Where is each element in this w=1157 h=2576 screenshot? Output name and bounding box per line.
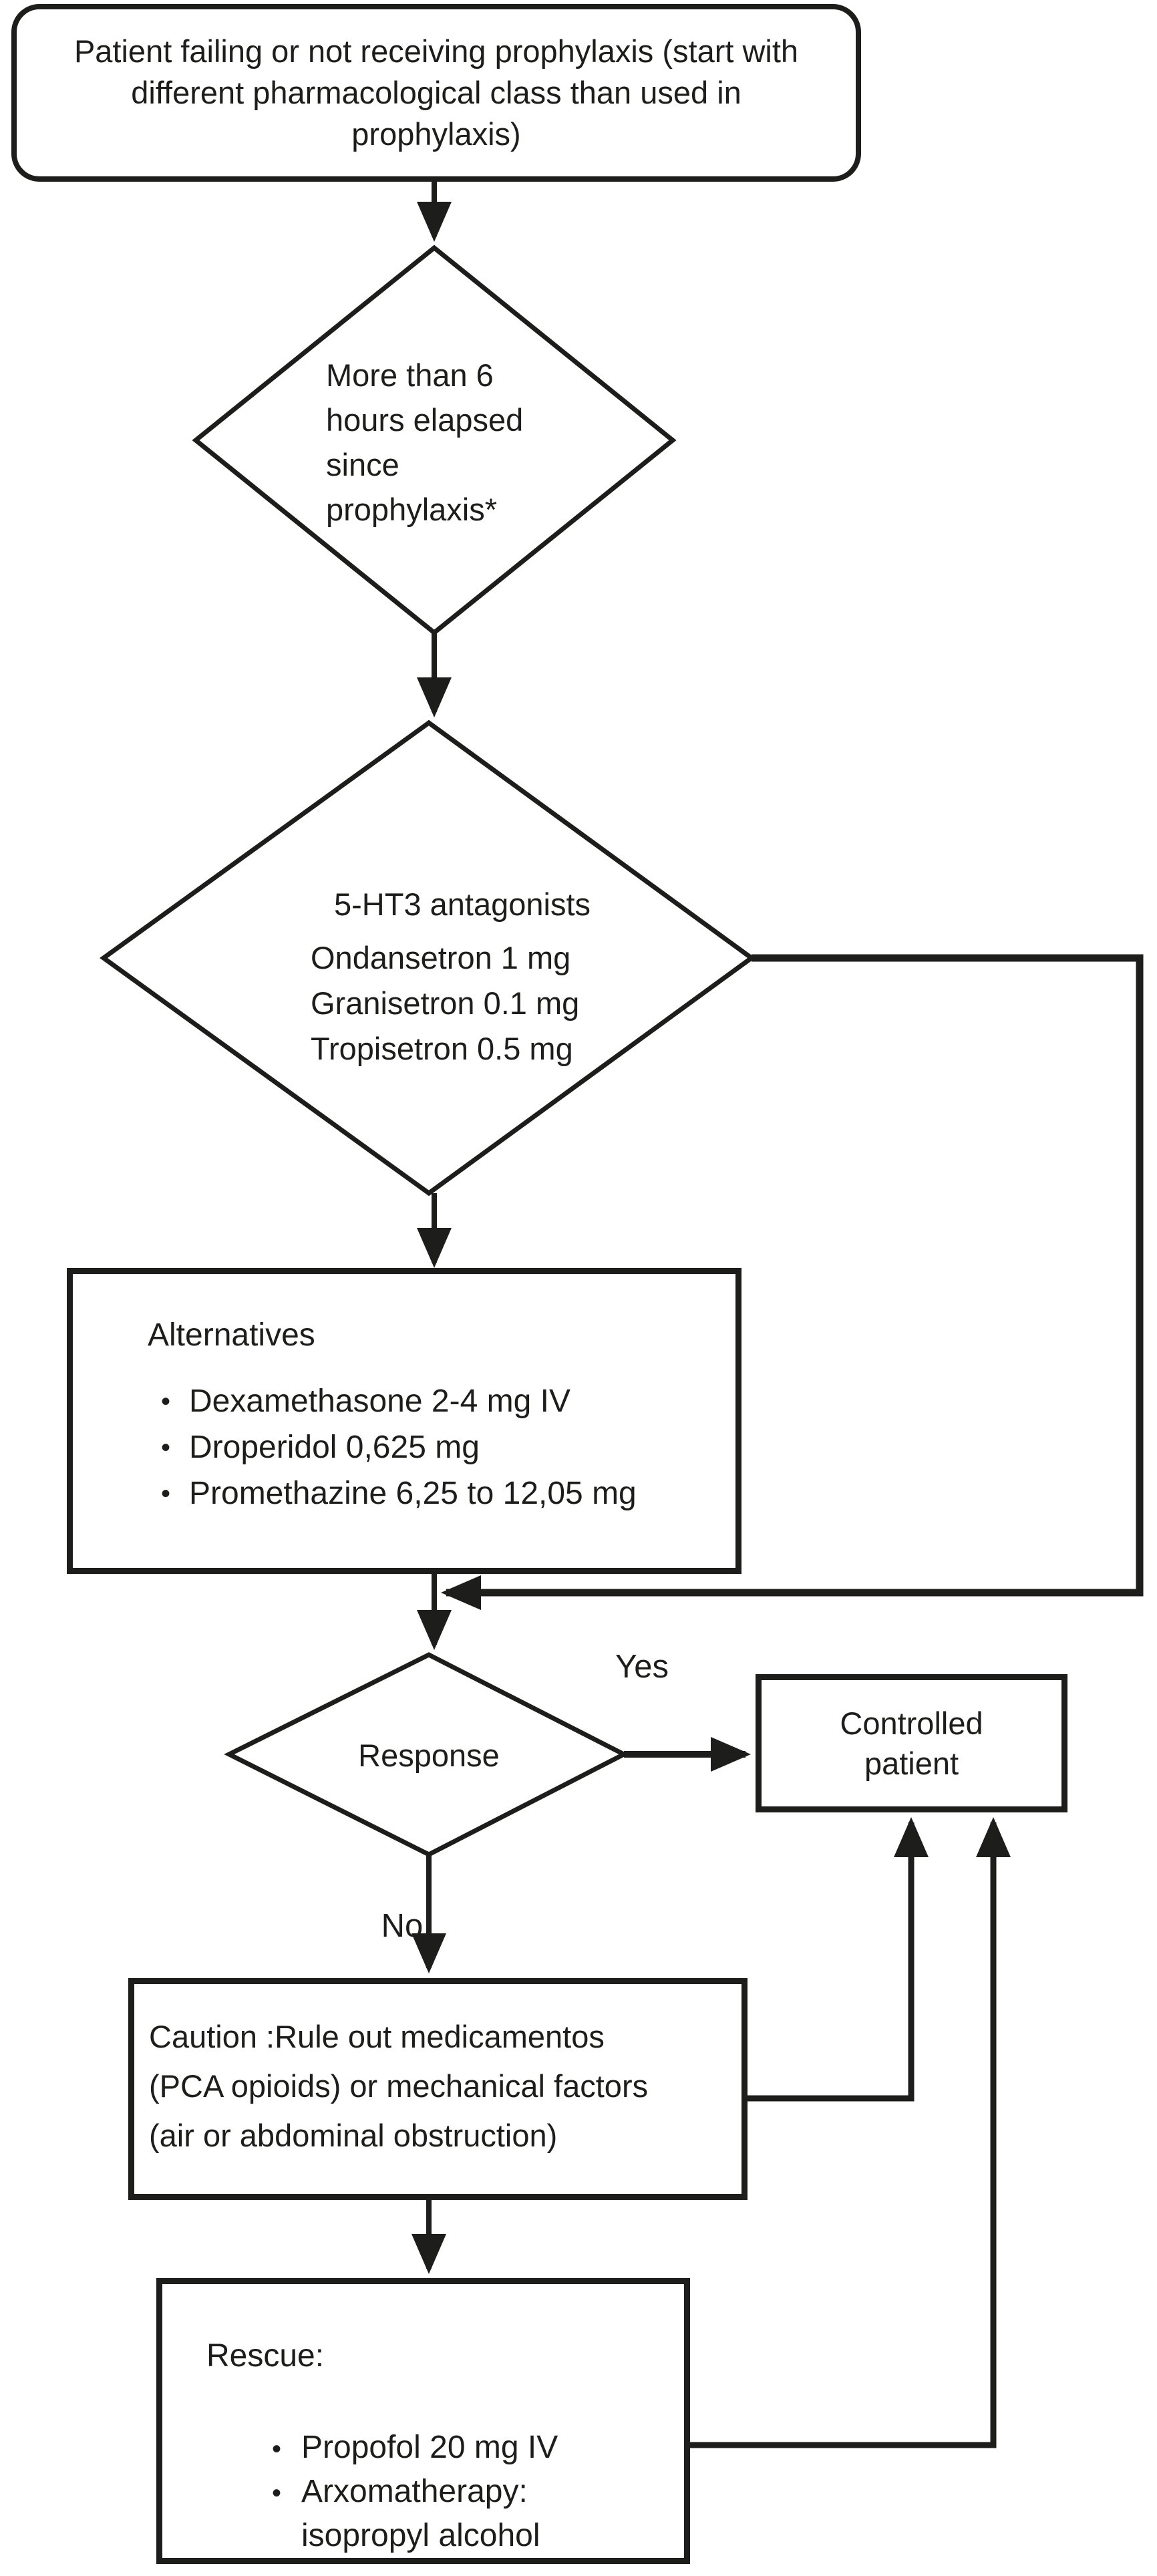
- list-item: Propofol 20 mg IV: [272, 2426, 609, 2471]
- yes-branch-label: Yes: [615, 1649, 669, 1685]
- alternatives-title: Alternatives: [148, 1317, 315, 1353]
- feedback-rescue-to-controlled: [690, 1817, 1011, 2448]
- list-item: Dexamethasone 2-4 mg IV: [161, 1378, 637, 1425]
- start-text-line: different pharmacological class than use…: [131, 75, 741, 110]
- list-item: Arxomatherapy: isopropyl alcohol: [272, 2470, 609, 2558]
- alternatives-node: Alternatives Dexamethasone 2-4 mg IV Dro…: [67, 1268, 741, 1574]
- caution-node: Caution :Rule out medicamentos (PCA opio…: [128, 1978, 748, 2200]
- drug-line: Tropisetron 0.5 mg: [311, 1031, 573, 1066]
- decision-elapsed-line: since: [326, 447, 399, 482]
- no-branch-label: No: [381, 1908, 424, 1944]
- treatment-5ht3-title: 5-HT3 antagonists: [334, 887, 591, 922]
- feedback-5ht3-to-response: [441, 954, 1144, 1610]
- caution-text: Caution :Rule out medicamentos (PCA opio…: [149, 2012, 648, 2160]
- response-label: Response: [358, 1738, 500, 1773]
- caution-text-line: (PCA opioids) or mechanical factors: [149, 2068, 649, 2104]
- caution-text-line: (air or abdominal obstruction): [149, 2118, 558, 2153]
- start-node: Patient failing or not receiving prophyl…: [11, 4, 861, 182]
- rescue-node: Rescue: Propofol 20 mg IV Arxomatherapy:…: [156, 2278, 690, 2564]
- drug-line: Ondansetron 1 mg: [311, 940, 571, 975]
- treatment-diamond-5ht3: [100, 719, 756, 1196]
- start-text-line: Patient failing or not receiving prophyl…: [73, 33, 799, 69]
- drug-line: Granisetron 0.1 mg: [311, 985, 580, 1021]
- decision-elapsed-line: prophylaxis*: [326, 492, 498, 527]
- list-item: Promethazine 6,25 to 12,05 mg: [161, 1470, 637, 1517]
- caution-text-line: Caution :Rule out medicamentos: [149, 2019, 605, 2054]
- list-item: Droperidol 0,625 mg: [161, 1424, 637, 1471]
- alternatives-list: Dexamethasone 2-4 mg IV Droperidol 0,625…: [161, 1378, 637, 1517]
- controlled-patient-text: Controlled patient: [840, 1705, 983, 1781]
- rescue-list: Propofol 20 mg IV Arxomatherapy: isoprop…: [272, 2426, 609, 2558]
- rescue-title: Rescue:: [206, 2338, 325, 2374]
- decision-elapsed-line: hours elapsed: [326, 402, 524, 438]
- controlled-patient-node: Controlled patient: [756, 1674, 1067, 1812]
- treatment-5ht3-drugs: Ondansetron 1 mg Granisetron 0.1 mg Trop…: [311, 935, 631, 1072]
- start-text-line: prophylaxis): [351, 116, 521, 152]
- decision-elapsed-line: More than 6: [326, 357, 494, 393]
- feedback-caution-to-controlled: [748, 1817, 929, 2102]
- decision-elapsed-text: More than 6 hours elapsed since prophyla…: [326, 353, 607, 532]
